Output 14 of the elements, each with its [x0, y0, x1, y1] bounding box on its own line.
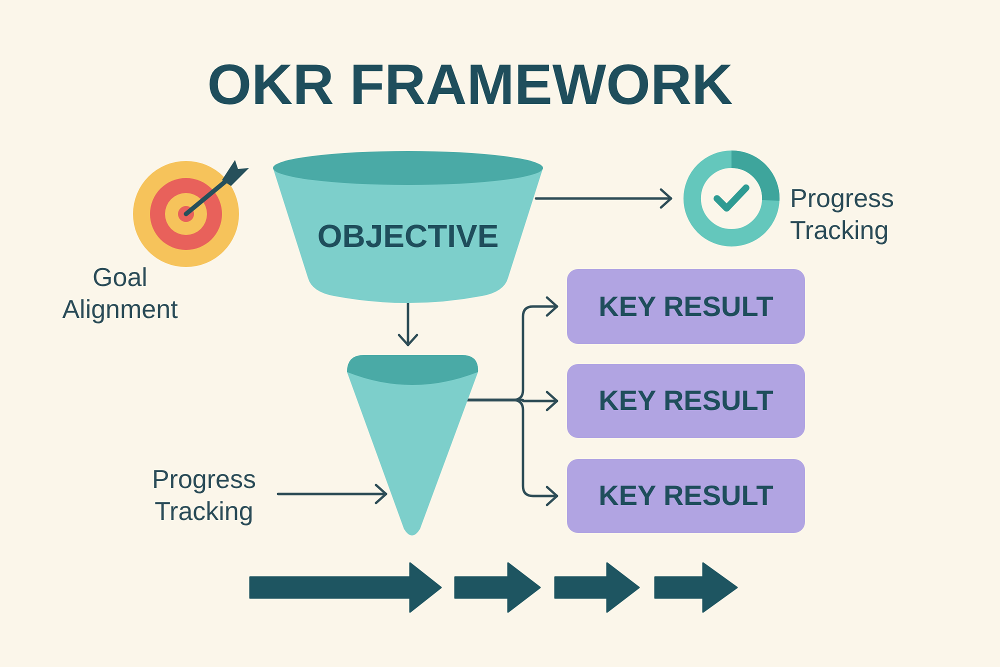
check-ring-icon — [683, 150, 780, 247]
arrow — [276, 484, 388, 504]
key-result-box: KEY RESULT — [567, 459, 805, 533]
text-label: Progress Tracking — [146, 463, 262, 527]
arrow — [464, 398, 558, 506]
icon-caption: Goal Alignment — [62, 261, 178, 325]
icon-caption: Progress Tracking — [790, 182, 894, 246]
funnel-label: OBJECTIVE — [317, 220, 499, 252]
key-result-box: KEY RESULT — [567, 269, 805, 344]
cone-shape — [346, 352, 480, 537]
arrow — [534, 188, 672, 209]
arrow — [398, 302, 418, 346]
key-result-box: KEY RESULT — [567, 364, 805, 438]
title: OKR FRAMEWORK — [207, 57, 733, 114]
